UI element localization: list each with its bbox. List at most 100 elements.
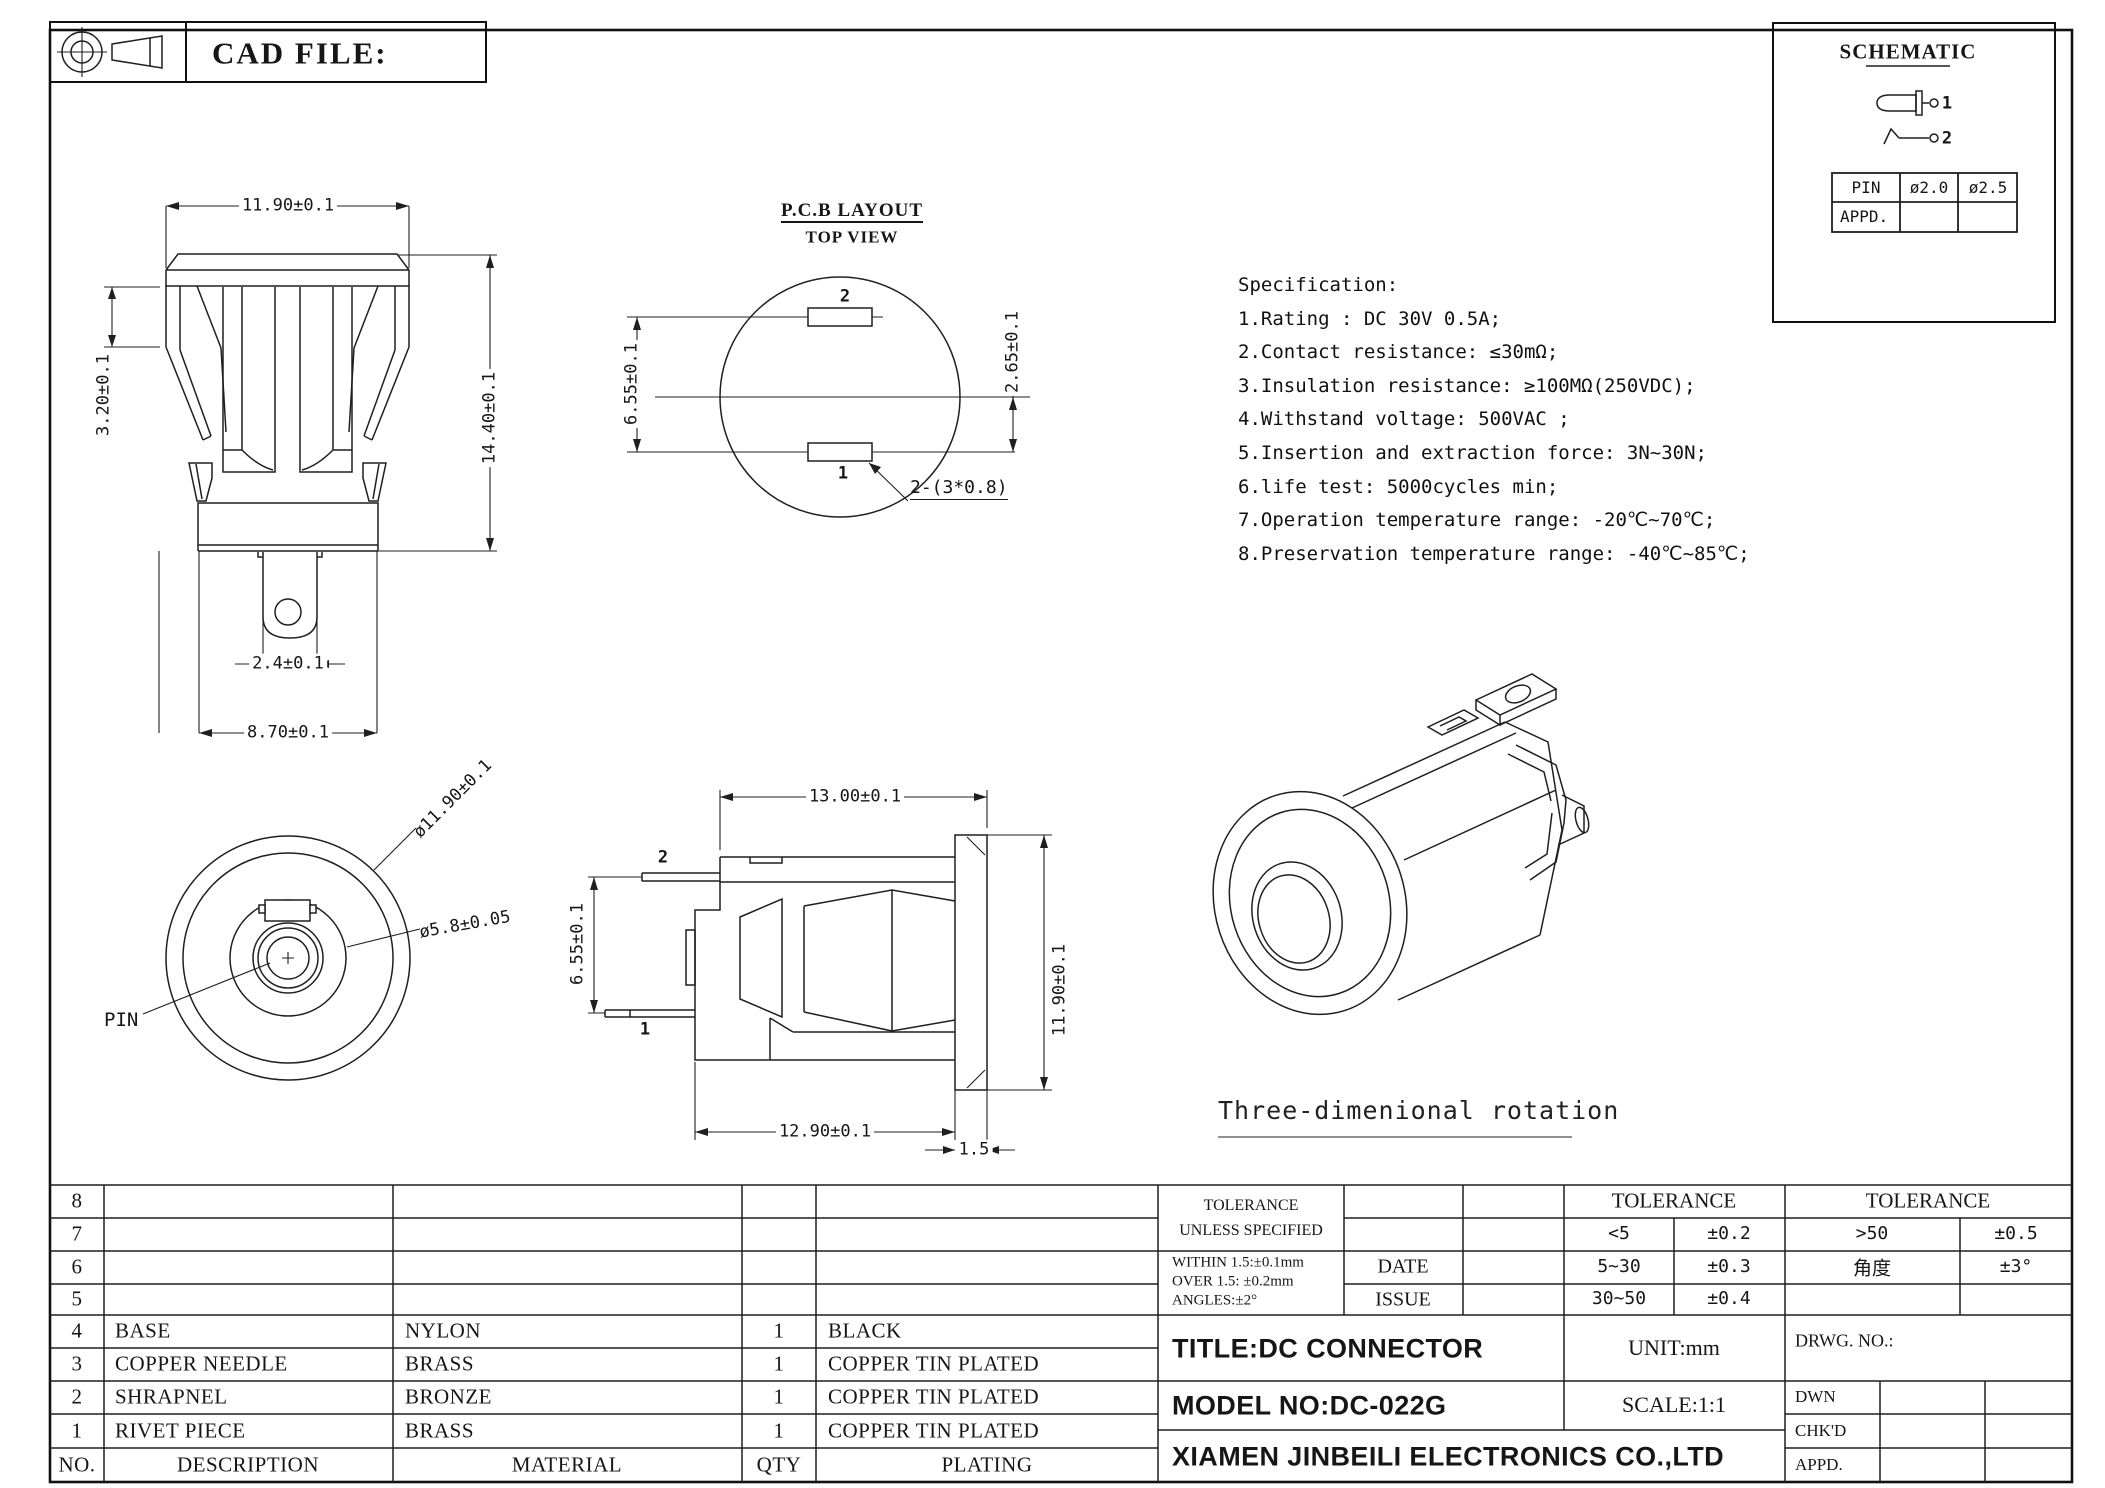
pin-table-d20: ø2.0 [1909, 178, 1949, 198]
cad-file-box [49, 21, 487, 83]
scale-label: SCALE:1:1 [1622, 1392, 1726, 1417]
bom-header-plating: PLATING [941, 1452, 1033, 1477]
pin-table-pin: PIN [1851, 178, 1881, 198]
bom-row-no: 7 [71, 1221, 83, 1246]
bom-row-material: BRASS [405, 1418, 475, 1443]
pcb-subtitle: TOP VIEW [805, 227, 899, 247]
schematic-title: SCHEMATIC [1839, 39, 1977, 64]
tolerance-note-line1: TOLERANCE [1203, 1197, 1299, 1214]
title-block-grid [50, 1184, 2072, 1482]
spec-line: Specification: [1238, 274, 1399, 296]
tolerance-detail-line1: WITHIN 1.5:±0.1mm [1172, 1254, 1304, 1271]
bom-row-description: SHRAPNEL [115, 1384, 228, 1409]
tol-right-r2a: 角度 [1852, 1258, 1892, 1280]
bom-row-qty: 1 [773, 1318, 785, 1343]
specification-block: Specification: 1.Rating : DC 30V 0.5A; 2… [1238, 269, 1750, 571]
tol-right-r2b: ±3° [1999, 1256, 2033, 1278]
bom-row-description: COPPER NEEDLE [115, 1351, 288, 1376]
bom-row-material: BRONZE [405, 1384, 492, 1409]
tol-mid-r3a: 30~50 [1591, 1288, 1647, 1310]
spec-line: 5.Insertion and extraction force: 3N~30N… [1238, 441, 1707, 464]
pcb-pad2-label: 2 [839, 286, 851, 307]
bom-row-plating: COPPER TIN PLATED [828, 1351, 1040, 1376]
tol-mid-header: TOLERANCE [1611, 1188, 1737, 1213]
spec-line: 2.Contact resistance: ≤30mΩ; [1238, 341, 1559, 364]
plug-symbol-sleeve [1883, 127, 1939, 145]
tolerance-detail-line2: OVER 1.5: ±0.2mm [1172, 1273, 1294, 1290]
bom-row-material: NYLON [405, 1318, 481, 1343]
bom-row-no: 5 [71, 1286, 83, 1311]
side-pin2-label: 2 [657, 847, 669, 868]
bom-row-no: 8 [71, 1188, 83, 1213]
pcb-layout-view [627, 276, 1030, 518]
issue-label: ISSUE [1375, 1288, 1431, 1311]
tol-mid-r1b: ±0.2 [1707, 1223, 1751, 1245]
bom-row-material: BRASS [405, 1351, 475, 1376]
bom-row-plating: COPPER TIN PLATED [828, 1384, 1040, 1409]
dim-pcb-pitch: 6.55±0.1 [621, 340, 643, 428]
tol-right-r1a: >50 [1855, 1223, 1889, 1245]
appd-label: APPD. [1795, 1455, 1843, 1474]
bottom-circular-view [142, 827, 421, 1081]
dim-front-height: 14.40±0.1 [479, 368, 501, 468]
dim-front-base: 8.70±0.1 [244, 722, 332, 744]
pcb-hole-note: 2-(3*0.8) [910, 477, 1008, 500]
spec-line: 8.Preservation temperature range: -40℃~8… [1238, 542, 1750, 565]
tol-mid-r2a: 5~30 [1597, 1256, 1641, 1278]
bom-header-no: NO. [58, 1452, 96, 1477]
bom-header-material: MATERIAL [511, 1452, 623, 1477]
tol-right-header: TOLERANCE [1865, 1188, 1991, 1213]
plug-symbol-pin [1876, 90, 1939, 116]
bottom-pin-label: PIN [104, 1009, 139, 1031]
dim-front-tab: 2.4±0.1 [249, 653, 327, 675]
iso-caption: Three-dimenional rotation [1218, 1096, 1620, 1125]
pin-table-appd: APPD. [1840, 207, 1889, 227]
pin-table-d25: ø2.5 [1968, 178, 2008, 198]
projection-cone-icon [111, 35, 163, 69]
spec-line: 7.Operation temperature range: -20℃~70℃; [1238, 509, 1716, 532]
company-name: XIAMEN JINBEILI ELECTRONICS CO.,LTD [1172, 1441, 1725, 1472]
tol-mid-r1a: <5 [1608, 1223, 1630, 1245]
side-view [588, 790, 1052, 1158]
dim-side-bottom: 12.90±0.1 [775, 1121, 875, 1143]
dim-side-top: 13.00±0.1 [805, 786, 905, 808]
bom-row-no: 4 [71, 1318, 83, 1343]
bom-row-plating: BLACK [828, 1318, 902, 1343]
bom-row-no: 3 [71, 1351, 83, 1376]
bom-row-no: 2 [71, 1384, 83, 1409]
dim-front-latch: 3.20±0.1 [93, 354, 114, 436]
spec-line: 6.life test: 5000cycles min; [1238, 475, 1559, 498]
bom-row-description: RIVET PIECE [115, 1418, 246, 1443]
bom-row-plating: COPPER TIN PLATED [828, 1418, 1040, 1443]
date-label: DATE [1377, 1255, 1429, 1278]
spec-line: 3.Insulation resistance: ≥100MΩ(250VDC); [1238, 374, 1696, 397]
pin-size-table-grid [1831, 172, 2018, 233]
iso-view [1212, 673, 1590, 1138]
bom-header-qty: QTY [756, 1452, 802, 1477]
bom-row-no: 6 [71, 1254, 83, 1279]
model-number: MODEL NO:DC-022G [1172, 1390, 1447, 1421]
bom-row-qty: 1 [773, 1418, 785, 1443]
pcb-title: P.C.B LAYOUT [780, 200, 924, 223]
dim-side-right: 11.90±0.1 [1049, 943, 1070, 1037]
sheet-border [48, 28, 2074, 1484]
cad-file-label: CAD FILE: [212, 35, 388, 71]
dim-side-flange: 1.5 [955, 1139, 993, 1161]
tol-right-r1b: ±0.5 [1994, 1223, 2038, 1245]
projection-target-icon [57, 27, 107, 77]
tolerance-detail-line3: ANGLES:±2° [1172, 1292, 1258, 1309]
dim-pcb-offset: 2.65±0.1 [1002, 308, 1024, 396]
tol-mid-r3b: ±0.4 [1707, 1288, 1751, 1310]
bom-row-no: 1 [71, 1418, 83, 1443]
pcb-pad1-label: 1 [837, 463, 849, 484]
schematic-pin-2-label: 2 [1941, 128, 1953, 149]
dim-side-left: 6.55±0.1 [567, 903, 588, 985]
bom-row-qty: 1 [773, 1384, 785, 1409]
unit-label: UNIT:mm [1628, 1335, 1720, 1360]
dwn-label: DWN [1795, 1387, 1836, 1406]
bom-header-description: DESCRIPTION [176, 1452, 320, 1477]
schematic-box [1772, 22, 2056, 323]
spec-line: 1.Rating : DC 30V 0.5A; [1238, 307, 1502, 330]
